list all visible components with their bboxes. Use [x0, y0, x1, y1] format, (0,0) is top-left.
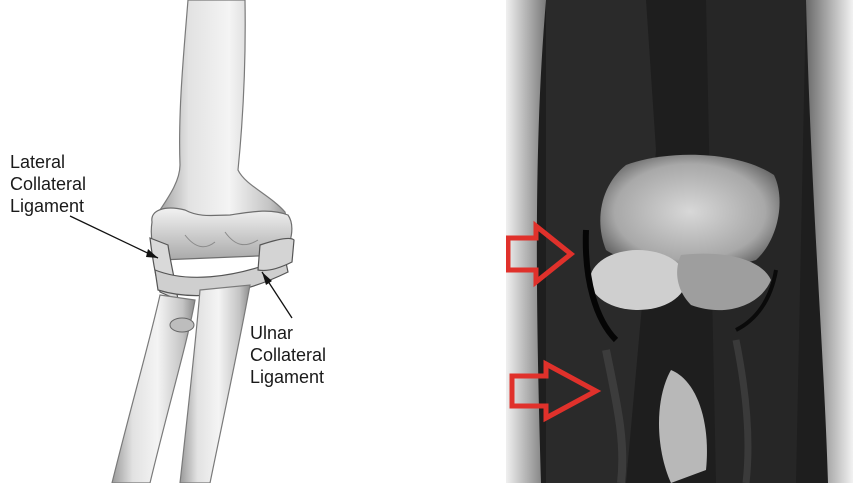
ulnar-collateral-ligament-label: Ulnar Collateral Ligament — [250, 323, 326, 387]
svg-text:Lateral: Lateral — [10, 152, 65, 172]
svg-text:Collateral: Collateral — [250, 345, 326, 365]
elbow-illustration: Lateral Collateral Ligament Ulnar Collat… — [0, 0, 500, 483]
humerus-bone — [155, 0, 290, 235]
lateral-collateral-ligament-label: Lateral Collateral Ligament — [10, 152, 86, 216]
radial-head-mri — [590, 250, 686, 310]
mri-scan — [506, 0, 853, 483]
svg-text:Collateral: Collateral — [10, 174, 86, 194]
radial-tuberosity — [170, 318, 194, 332]
elbow-drawing: Lateral Collateral Ligament Ulnar Collat… — [0, 0, 500, 483]
svg-text:Ligament: Ligament — [250, 367, 324, 387]
svg-text:Ligament: Ligament — [10, 196, 84, 216]
lateral-pointer-line — [70, 216, 158, 258]
svg-text:Ulnar: Ulnar — [250, 323, 293, 343]
mri-image — [506, 0, 853, 483]
